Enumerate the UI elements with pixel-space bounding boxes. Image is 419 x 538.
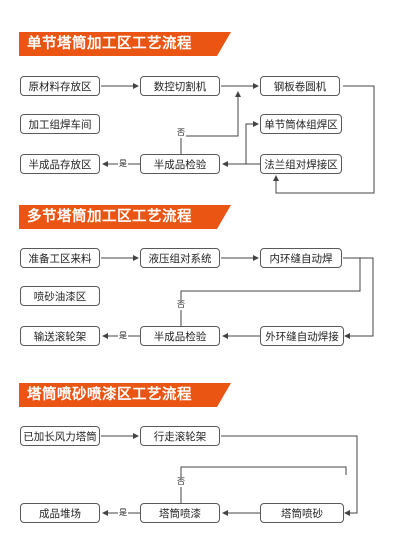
box-conveyor-roller: 输送滚轮架 [20, 326, 100, 346]
box-finished-yard: 成品堆场 [20, 503, 100, 523]
box-sandblast-paint-area: 喷砂油漆区 [20, 286, 100, 306]
section-1-title: 单节塔筒加工区工艺流程 [19, 32, 231, 56]
label-no-3: 否 [176, 477, 186, 487]
label-no: 否 [176, 128, 186, 138]
box-hydraulic-assembly: 液压组对系统 [140, 248, 220, 268]
label-yes-2: 是 [118, 331, 128, 341]
section-2-title: 多节塔筒加工区工艺流程 [19, 205, 231, 229]
box-plate-rolling: 钢板卷圆机 [260, 76, 340, 96]
box-tower-sandblasting: 塔筒喷砂 [260, 503, 344, 523]
box-travel-roller: 行走滚轮架 [140, 426, 220, 446]
box-semi-finished-storage: 半成品存放区 [20, 154, 100, 174]
label-no-2: 否 [176, 300, 186, 310]
box-tower-painting: 塔筒喷漆 [140, 503, 220, 523]
box-raw-material-storage: 原材料存放区 [20, 76, 100, 96]
section-3-title: 塔筒喷砂喷漆区工艺流程 [19, 383, 231, 407]
box-lengthened-tower: 已加长风力塔筒 [20, 426, 100, 446]
box-flange-welding: 法兰组对焊接区 [260, 154, 342, 174]
label-yes-3: 是 [118, 508, 128, 518]
box-semi-finished-inspection: 半成品检验 [140, 154, 220, 174]
box-cnc-cutting: 数控切割机 [140, 76, 220, 96]
box-outer-seam-welding: 外环缝自动焊接 [260, 326, 344, 346]
box-inner-seam-welding: 内环缝自动焊 [260, 248, 342, 268]
label-yes: 是 [118, 159, 128, 169]
box-semi-finished-inspection-2: 半成品检验 [140, 326, 220, 346]
box-prepare-material: 准备工区来料 [20, 248, 100, 268]
box-welding-workshop: 加工组焊车间 [20, 114, 100, 134]
box-single-shell-assembly: 单节筒体组焊区 [260, 114, 342, 134]
